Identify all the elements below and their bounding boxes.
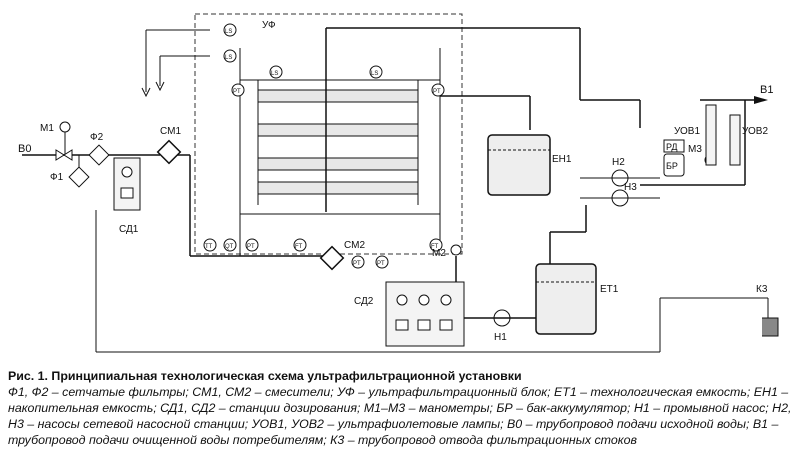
mixer-sm2-icon <box>319 245 345 271</box>
dosing-station-sd1 <box>113 157 141 211</box>
manometer-m1-icon <box>59 121 71 133</box>
dosing-station-sd2 <box>385 281 465 347</box>
label-n1: Н1 <box>494 332 507 343</box>
uf-sensors: LS LS LS LS PT PT TT QT PT FT PT PT FT <box>203 23 445 269</box>
label-n3: Н3 <box>624 182 637 193</box>
uf-modules <box>239 48 441 256</box>
label-sd1: СД1 <box>119 224 139 235</box>
process-flow-diagram: УФ В0 М1 Ф1 Ф2 СМ1 СД1 LS LS <box>18 13 779 353</box>
label-uov2: УОВ2 <box>742 126 768 137</box>
svg-text:PT: PT <box>233 89 241 95</box>
label-k3: К3 <box>756 284 768 295</box>
svg-text:QT: QT <box>225 244 234 250</box>
uv-lamp-uov1 <box>705 104 717 166</box>
label-rd: РД <box>666 142 678 152</box>
label-br: БР <box>666 161 678 171</box>
caption-legend: Ф1, Ф2 – сетчатые фильтры; СМ1, СМ2 – см… <box>8 385 792 447</box>
uv-lamp-uov2 <box>729 114 741 166</box>
svg-text:PT: PT <box>433 89 441 95</box>
label-uov1: УОВ1 <box>674 126 700 137</box>
drain-k3-line <box>95 210 769 353</box>
drain-lines <box>141 29 210 98</box>
svg-text:LS: LS <box>371 71 378 77</box>
label-n2: Н2 <box>612 157 625 168</box>
tank-et1 <box>535 263 597 335</box>
svg-text:LS: LS <box>225 29 232 35</box>
b1-arrow-icon <box>754 96 768 104</box>
label-f1: Ф1 <box>50 172 64 183</box>
valve-icon <box>55 149 73 161</box>
label-en1: ЕН1 <box>552 154 572 165</box>
label-b1: В1 <box>760 84 773 96</box>
tank-br <box>663 153 685 177</box>
label-sd2: СД2 <box>354 296 374 307</box>
filter-f1-icon <box>68 166 90 188</box>
svg-text:FT: FT <box>431 244 439 250</box>
svg-text:PT: PT <box>377 261 385 267</box>
svg-text:LS: LS <box>271 71 278 77</box>
svg-text:FT: FT <box>295 244 303 250</box>
label-m3: М3 <box>688 144 702 155</box>
svg-text:PT: PT <box>247 244 255 250</box>
label-f2: Ф2 <box>90 132 104 143</box>
filter-f2-icon <box>88 144 110 166</box>
tank-en1 <box>487 134 551 196</box>
mixer-sm1-icon <box>156 139 182 165</box>
figure-caption: Рис. 1. Принципиальная технологическая с… <box>8 368 792 448</box>
label-b0: В0 <box>18 143 31 155</box>
label-sm2: СМ2 <box>344 240 365 251</box>
label-m2: М2 <box>432 248 446 259</box>
svg-text:PT: PT <box>353 261 361 267</box>
caption-title: Рис. 1. Принципиальная технологическая с… <box>8 369 522 383</box>
svg-text:TT: TT <box>205 244 213 250</box>
manometer-m2-icon <box>450 244 462 256</box>
label-sm1: СМ1 <box>160 126 181 137</box>
pressure-relay-rd <box>663 139 685 153</box>
svg-text:LS: LS <box>225 55 232 61</box>
drain-outlet-icon <box>762 317 779 337</box>
label-uf: УФ <box>262 20 276 31</box>
label-m1: М1 <box>40 123 54 134</box>
permeate-lines <box>325 27 761 212</box>
label-et1: ЕТ1 <box>600 284 619 295</box>
